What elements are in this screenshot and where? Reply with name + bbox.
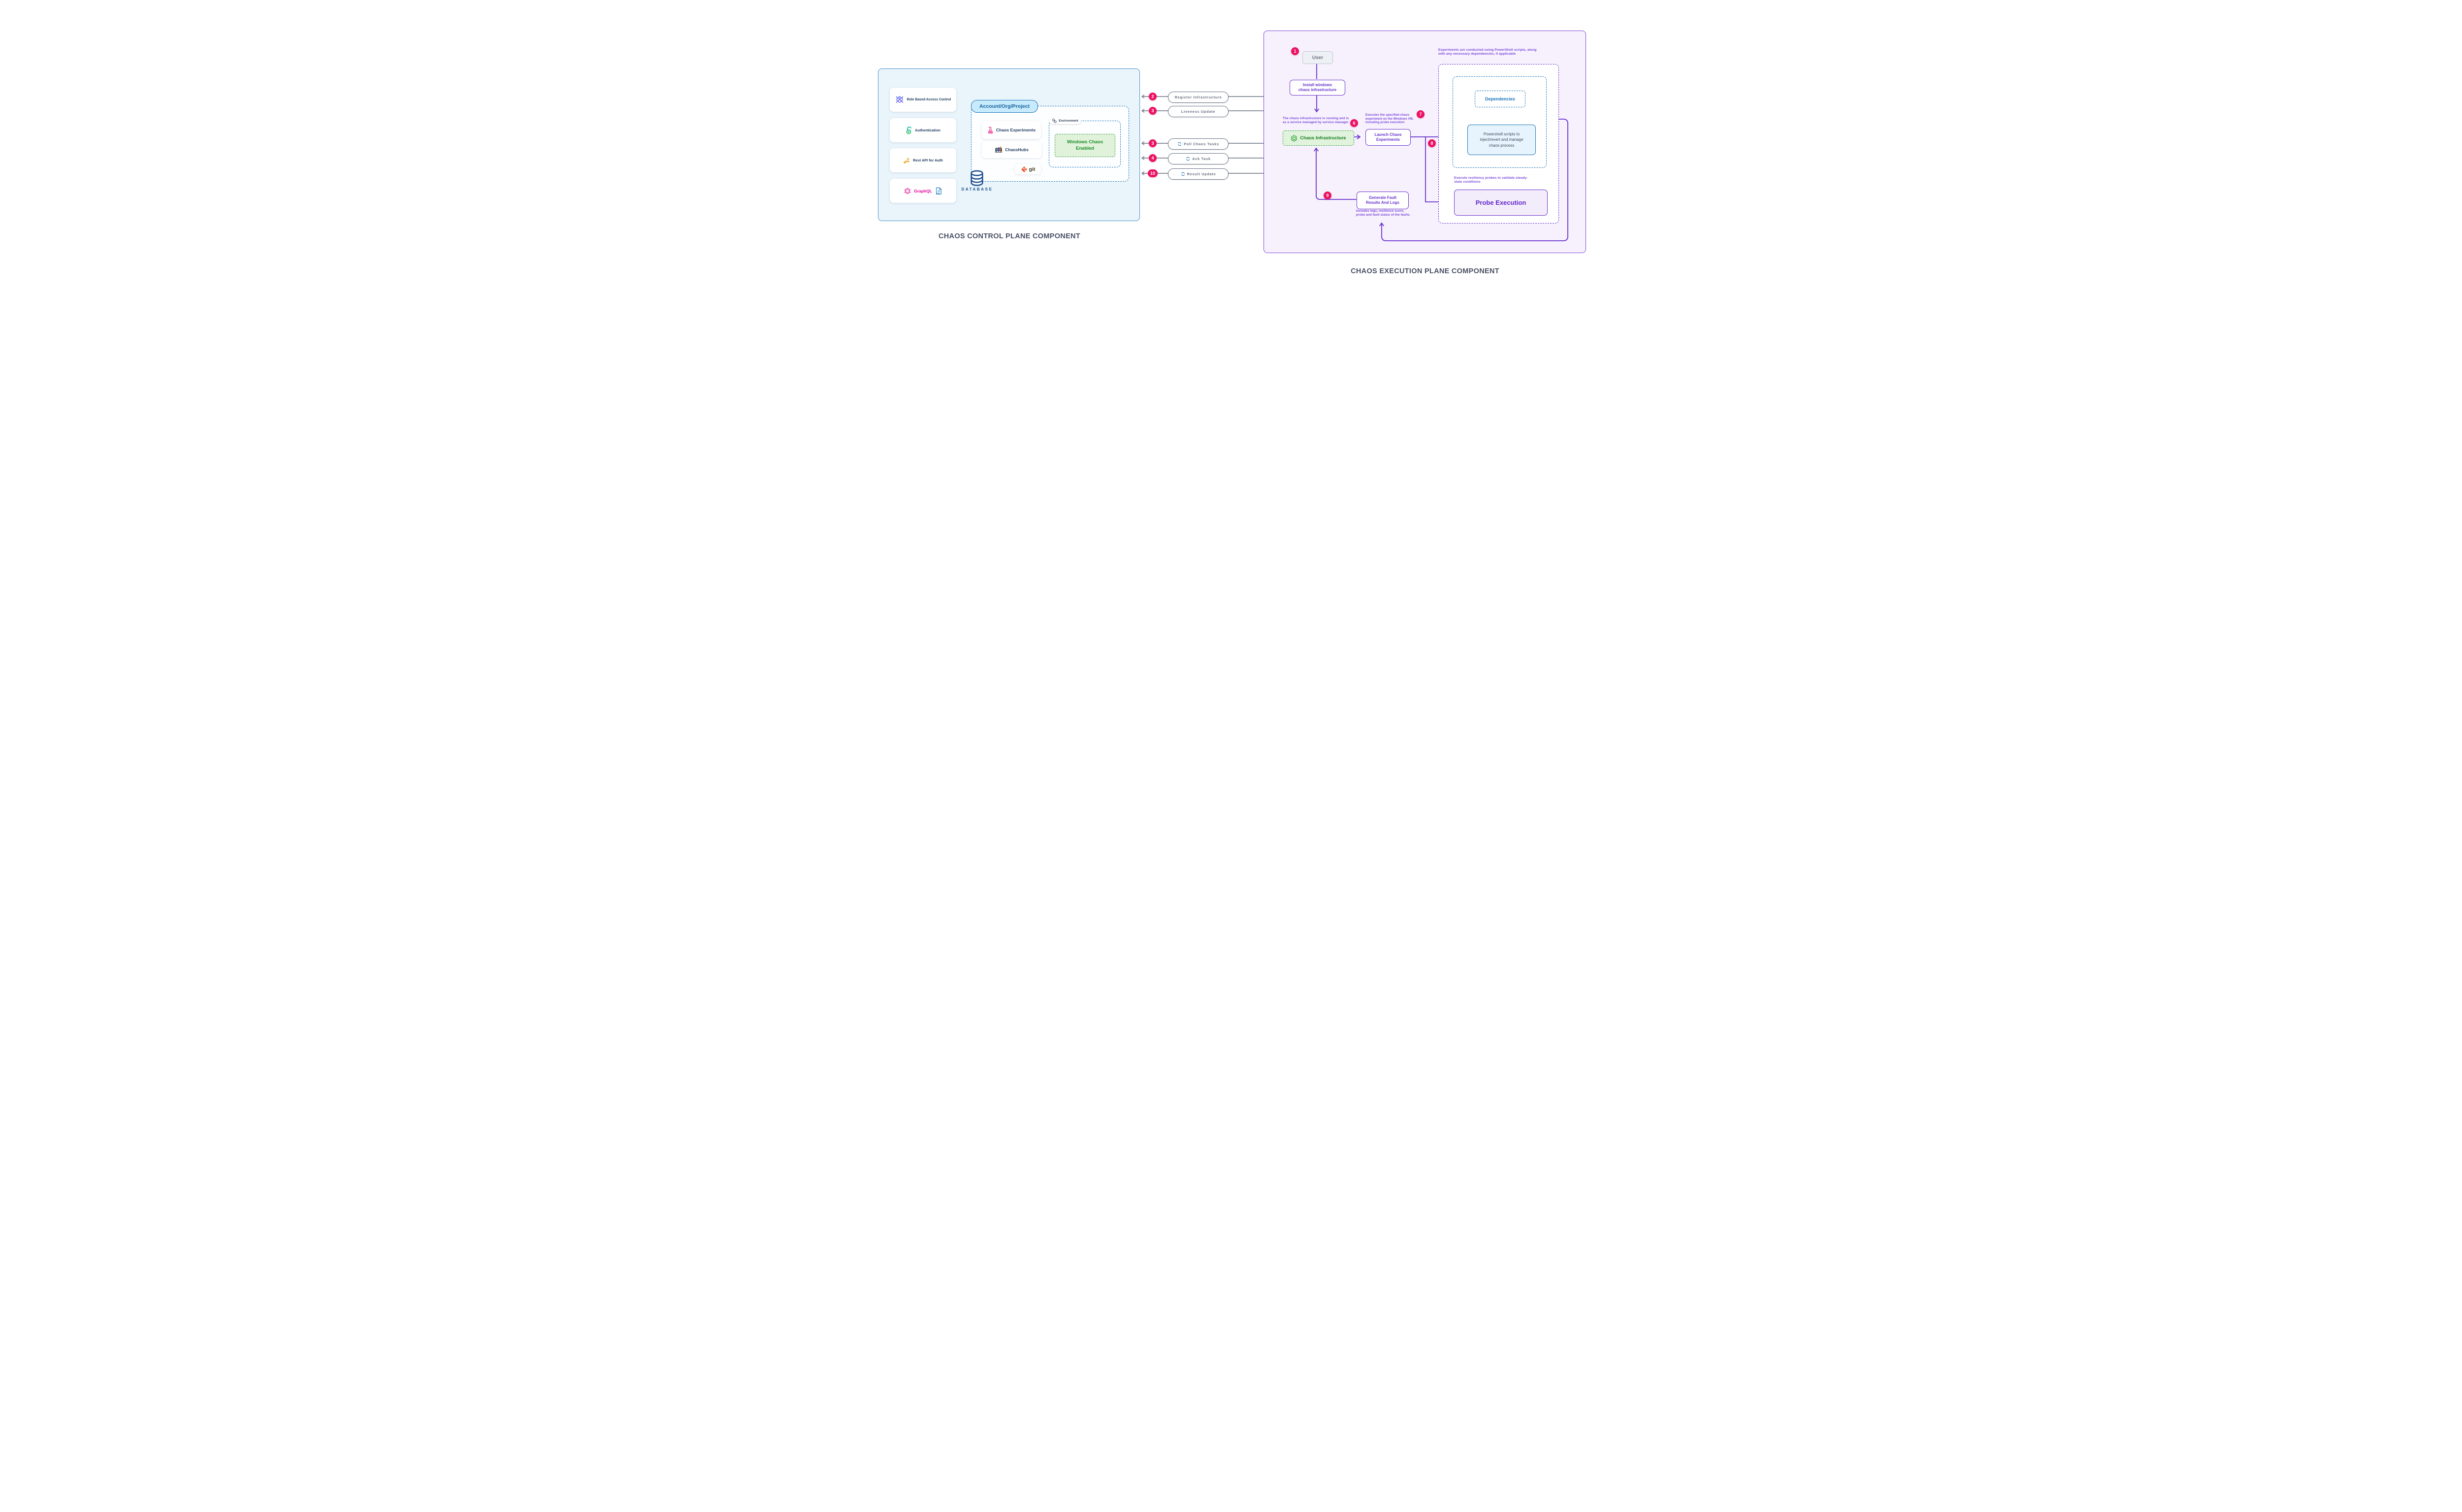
result-update-pill: Result Update xyxy=(1168,168,1229,180)
step-8-badge: 8 xyxy=(1428,139,1436,147)
chaos-infrastructure-box: Chaos Infrastructure xyxy=(1283,130,1354,146)
authentication-label: Authentication xyxy=(915,128,940,132)
execution-plane-title: CHAOS EXECUTION PLANE COMPONENT xyxy=(1351,267,1499,275)
results-note: Includes logs, resilience score, probe a… xyxy=(1356,209,1411,217)
chaoshubs-label: ChaosHubs xyxy=(1005,147,1029,152)
install-infrastructure-box: Install windows chaos infrastructure xyxy=(1290,80,1345,96)
step-6-badge: 6 xyxy=(1350,119,1358,127)
rbac-card: Role Based Access Control xyxy=(890,88,956,112)
windows-chaos-enabled-box: Windows Chaos Enabled xyxy=(1055,134,1115,157)
flow-badge-register: 2 xyxy=(1149,93,1157,100)
register-infrastructure-pill: Register Infrastructure xyxy=(1168,92,1229,103)
chaos-architecture-diagram: Role Based Access Control Authentication xyxy=(847,0,1615,306)
hexagons-icon xyxy=(1052,118,1057,123)
flow-badge-poll: 3 xyxy=(1149,139,1157,147)
chaos-control-plane-panel: Role Based Access Control Authentication xyxy=(878,68,1140,221)
open-access-lock-icon xyxy=(906,127,912,134)
api-doc-icon: API xyxy=(936,187,941,194)
authentication-card: Authentication xyxy=(890,118,956,142)
api-tag-label: API xyxy=(936,192,940,194)
account-org-project-pill: Account/Org/Project xyxy=(971,100,1038,113)
rest-api-card: Rest API for Auth xyxy=(890,148,956,172)
powershell-scripts-box: Powershell scripts to inject/revert and … xyxy=(1467,125,1536,155)
powershell-note: Experiments are conducted using PowerShe… xyxy=(1438,48,1537,56)
tube-rack-icon xyxy=(995,147,1003,153)
environment-pill: Environment xyxy=(1049,117,1081,124)
chaos-experiments-label: Chaos Experiments xyxy=(996,128,1036,132)
chaos-execution-plane-panel: Experiments are conducted using PowerShe… xyxy=(1263,31,1586,253)
chaos-infrastructure-label: Chaos Infrastructure xyxy=(1300,135,1346,141)
liveness-update-pill: Liveness Update xyxy=(1168,106,1229,117)
probe-note: Execute resiliency probes to validate st… xyxy=(1454,176,1528,184)
user-box: User xyxy=(1302,51,1333,64)
launch-experiments-box: Launch Chaos Experiments xyxy=(1365,129,1411,146)
chaos-experiments-card: Chaos Experiments xyxy=(982,121,1041,139)
poll-chaos-tasks-pill: Poll Chaos Tasks xyxy=(1168,138,1229,150)
graphql-card: GraphQL API xyxy=(890,179,956,203)
flow-badge-result: 10 xyxy=(1148,169,1158,177)
step-1-badge: 1 xyxy=(1291,47,1299,55)
rbac-icon xyxy=(896,96,903,103)
dependencies-box: Dependencies xyxy=(1475,91,1525,107)
generate-fault-results-box: Generate Fault Results And Logs xyxy=(1357,192,1409,209)
rest-api-label: Rest API for Auth xyxy=(913,158,943,162)
rbac-label: Role Based Access Control xyxy=(907,98,951,101)
git-card: git xyxy=(1015,164,1041,174)
step-9-badge: 9 xyxy=(1324,192,1331,199)
flask-icon xyxy=(988,126,993,133)
flow-badge-liveness: 3 xyxy=(1149,107,1157,115)
flow-badge-ack: 4 xyxy=(1149,154,1157,162)
ack-task-pill: Ack Task xyxy=(1168,153,1229,164)
environment-label: Environment xyxy=(1059,119,1078,123)
database-icon xyxy=(971,170,983,186)
chaos-hexagon-icon xyxy=(1291,134,1297,142)
step-7-badge: 7 xyxy=(1417,110,1425,118)
graphql-label: GraphQL xyxy=(914,188,932,193)
running-note: The chaos infrastructure is running and … xyxy=(1283,117,1349,125)
sync-icon xyxy=(1181,172,1185,176)
chaoshubs-card: ChaosHubs xyxy=(982,141,1041,158)
graphql-icon xyxy=(905,187,911,194)
git-label: git xyxy=(1029,166,1036,172)
probe-execution-box: Probe Execution xyxy=(1454,190,1548,216)
executes-note: Executes the specified chaos experiment … xyxy=(1365,113,1414,125)
branch-icon xyxy=(904,158,909,163)
control-plane-title: CHAOS CONTROL PLANE COMPONENT xyxy=(939,232,1080,240)
sync-icon xyxy=(1178,142,1181,146)
account-org-project-label: Account/Org/Project xyxy=(979,103,1030,109)
git-icon xyxy=(1021,166,1027,172)
database-label: DATABASE xyxy=(961,187,993,192)
sync-icon xyxy=(1186,157,1190,161)
